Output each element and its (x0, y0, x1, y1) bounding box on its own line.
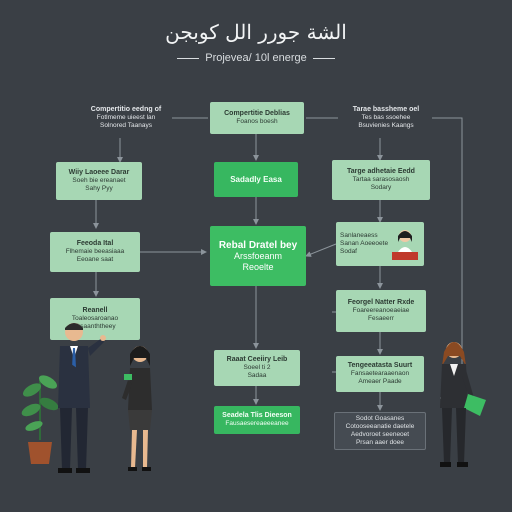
node-center-4-title: Seadela Tlis Dieeson (222, 412, 292, 419)
node-right-1-line1: Tartaa sarasosaosh (352, 176, 410, 183)
node-left-3-line2: Trsaanththeey (74, 323, 116, 330)
node-right-5-line1: Sodot Goasanes (355, 415, 405, 422)
node-right-2-text: Sanlaneaess Sanan Aoeeoete Sodaf (340, 232, 390, 256)
woman-with-folder-illustration (440, 342, 486, 467)
node-right-2: Sanlaneaess Sanan Aoeeoete Sodaf (336, 222, 424, 266)
node-right-3-title: Feorgel Natter Rxde (347, 299, 415, 306)
line-right2-to-main (305, 243, 337, 257)
node-top-left-line2: Solnored Taanays (100, 122, 152, 129)
node-left-1-title: Wiiy Laoeee Darar (68, 169, 130, 176)
node-center-3-line1: Soeel ti 2 (243, 364, 271, 371)
node-center-3-title: Raaat Ceeiiry Leib (226, 356, 288, 363)
node-center-4: Seadela Tlis Dieeson Fausaesereaeeeanee (214, 406, 300, 434)
subtitle-rule-left (177, 57, 200, 59)
node-center-main-line1: Arssfoeanm (233, 250, 283, 261)
node-left-3-title: Reanell (82, 307, 108, 314)
node-right-2-line2: Sanan Aoeeoete (340, 240, 389, 247)
node-left-1: Wiiy Laoeee Darar Soeh bie ereanaet Sahy… (56, 162, 142, 200)
potted-plant-icon (21, 375, 59, 464)
node-right-3-line2: Fesaeerr (367, 315, 394, 322)
node-center-3: Raaat Ceeiiry Leib Soeel ti 2 Sadaa (214, 350, 300, 386)
node-top-left-line1: Fotlmeme uieest lan (96, 114, 156, 121)
node-left-3: Reanell Toaleosaroanao Trsaanththeey (50, 298, 140, 340)
node-left-1-line2: Sahy Pyy (85, 185, 113, 192)
node-right-3-line1: Foareereanoeaeiae (352, 307, 410, 314)
businessman-illustration (58, 323, 106, 473)
node-right-3: Feorgel Natter Rxde Foareereanoeaeiae Fe… (336, 290, 426, 332)
node-top-right-line2: Bsuvienies Kaangs (358, 122, 414, 129)
subtitle-text: Projevea/ 10l energe (205, 52, 307, 64)
node-center-main: Rebal Dratel bey Arssfoeanm Reoelte (210, 226, 306, 286)
node-right-5-line3: Aedvoroet seeneoet (350, 431, 410, 438)
node-right-5-line2: Cotooseeanatie daetele (345, 423, 415, 430)
node-top-right: Tarae bassheme oel Tes bas ssoehee Bsuvi… (336, 106, 436, 130)
node-top-left: Compertitio eedng of Fotlmeme uieest lan… (76, 106, 176, 130)
node-left-2-line1: Flhemaie beeasiaaa (65, 248, 125, 255)
node-right-1-line2: Sodary (370, 184, 392, 191)
node-center-main-title: Rebal Dratel bey (218, 239, 298, 251)
node-right-5: Sodot Goasanes Cotooseeanatie daetele Ae… (334, 412, 426, 450)
node-left-2: Feeoda Ital Flhemaie beeasiaaa Eeoane sa… (50, 232, 140, 272)
node-top-center-title: Compertitie Deblias (224, 110, 290, 117)
node-left-3-line1: Toaleosaroanao (71, 315, 119, 322)
node-center-3-line2: Sadaa (247, 372, 267, 379)
node-right-1: Targe adhetaie Eedd Tartaa sarasosaosh S… (332, 160, 430, 200)
node-left-2-title: Feeoda Ital (76, 240, 114, 247)
node-left-2-line2: Eeoane saat (76, 256, 114, 263)
node-center-small: Sadadly Easa (214, 162, 298, 197)
node-top-right-title: Tarae bassheme oel (352, 106, 420, 113)
node-right-1-title: Targe adhetaie Eedd (347, 168, 415, 175)
page-subtitle: Projevea/ 10l energe (0, 52, 512, 64)
node-right-2-line3: Sodaf (340, 248, 357, 255)
node-right-2-line1: Sanlaneaess (340, 232, 378, 239)
businesswoman-illustration (122, 346, 152, 471)
node-right-4: Tengeeatasta Suurt Fansaetearaaenaon Ame… (336, 356, 424, 392)
subtitle-rule-right (312, 57, 335, 59)
receptionist-avatar-icon (392, 230, 418, 260)
node-center-main-line2: Reoelte (242, 261, 274, 272)
node-top-left-title: Compertitio eedng of (90, 106, 162, 113)
node-right-5-line4: Prsan aaer doee (355, 439, 405, 446)
node-center-small-title: Sadadly Easa (230, 174, 282, 184)
node-right-4-title: Tengeeatasta Suurt (347, 362, 413, 369)
node-left-1-line1: Soeh bie ereanaet (72, 177, 126, 184)
page-title: الشة جورر الل كوبجن (165, 20, 347, 44)
node-center-4-line1: Fausaesereaeeeanee (225, 420, 289, 427)
node-top-center-line1: Foanos boesh (236, 118, 278, 125)
node-top-right-line1: Tes bas ssoehee (361, 114, 411, 121)
node-right-4-line1: Fansaetearaaenaon (350, 370, 410, 377)
node-top-center: Compertitie Deblias Foanos boesh (210, 102, 304, 134)
node-right-4-line2: Ameaer Paade (358, 378, 402, 385)
